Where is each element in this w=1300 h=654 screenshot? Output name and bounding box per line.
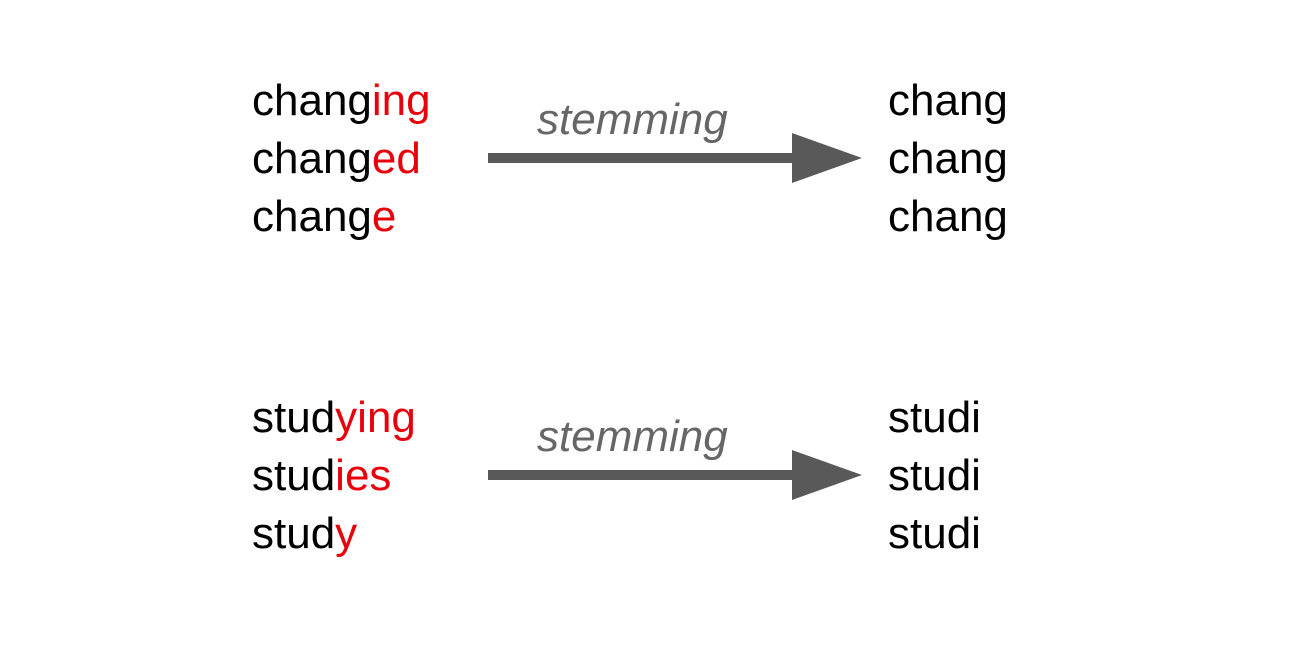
- word-suffix: ies: [335, 451, 392, 500]
- word-stem: chang: [252, 76, 372, 125]
- output-word-list: chang chang chang: [888, 72, 1008, 246]
- input-word: studies: [252, 447, 416, 505]
- word-stem: stud: [252, 509, 336, 558]
- input-word-list: studying studies study: [252, 389, 416, 563]
- input-word: study: [252, 505, 416, 563]
- output-word: chang: [888, 134, 1008, 183]
- stemming-example-2: studying studies study stemming studi st…: [0, 389, 1300, 589]
- word-suffix: e: [371, 192, 397, 241]
- input-word: studying: [252, 389, 416, 447]
- right-arrow-icon: [488, 450, 862, 500]
- output-word: studi: [888, 393, 981, 442]
- arrow-label: stemming: [537, 412, 728, 461]
- word-stem: stud: [252, 451, 336, 500]
- input-word: changing: [252, 72, 431, 130]
- output-word: chang: [888, 192, 1008, 241]
- output-word: studi: [888, 509, 981, 558]
- input-word-list: changing changed change: [252, 72, 431, 246]
- output-word-list: studi studi studi: [888, 389, 981, 563]
- word-suffix: ying: [335, 393, 416, 442]
- arrow-label: stemming: [537, 95, 728, 144]
- word-suffix: y: [335, 509, 358, 558]
- word-stem: chang: [252, 192, 372, 241]
- word-suffix: ed: [371, 134, 421, 183]
- word-stem: stud: [252, 393, 336, 442]
- word-stem: chang: [252, 134, 372, 183]
- input-word: change: [252, 188, 431, 246]
- input-word: changed: [252, 130, 431, 188]
- output-word: chang: [888, 76, 1008, 125]
- word-suffix: ing: [371, 76, 431, 125]
- stemming-example-1: changing changed change stemming chang c…: [0, 72, 1300, 272]
- right-arrow-icon: [488, 133, 862, 183]
- output-word: studi: [888, 451, 981, 500]
